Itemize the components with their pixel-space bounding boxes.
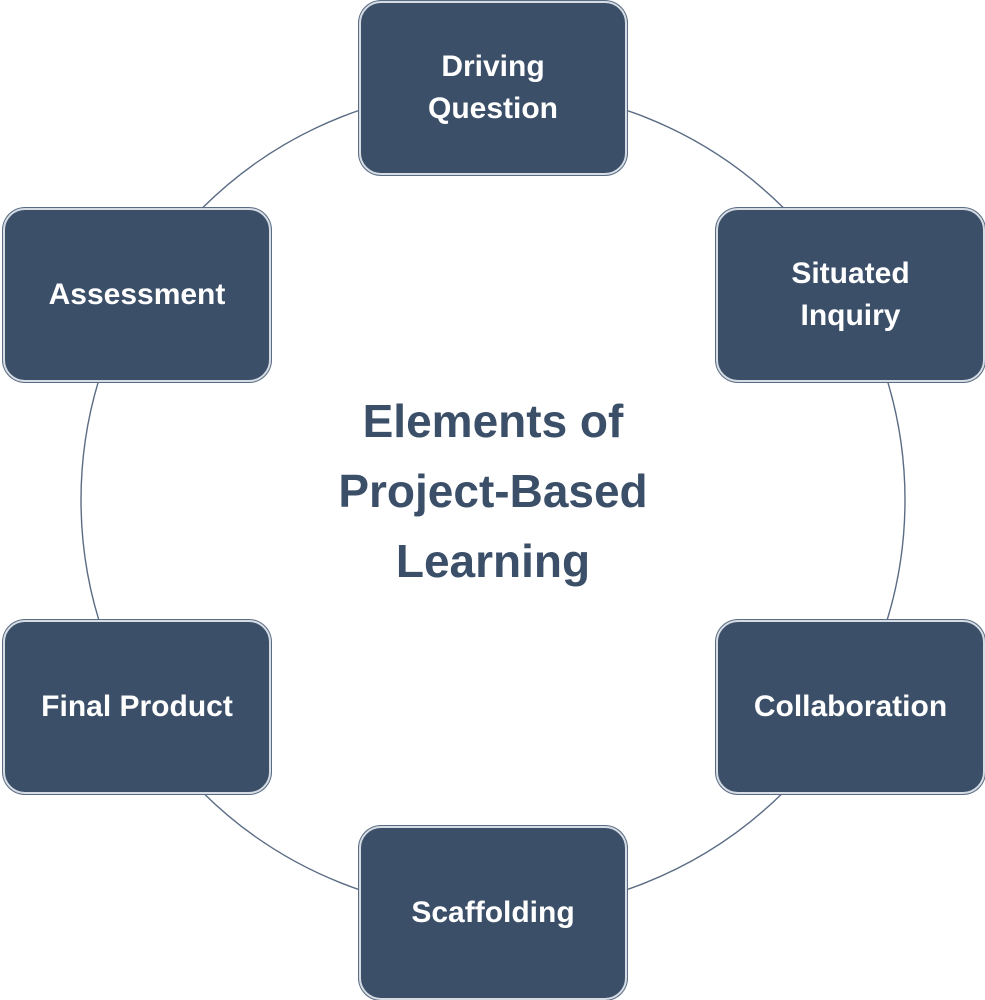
element-scaffolding-label: Scaffolding xyxy=(411,896,575,929)
center-title-line3: Learning xyxy=(395,535,591,587)
element-driving-question-line1: Driving xyxy=(441,50,545,83)
center-title-line2: Project-Based xyxy=(338,465,648,517)
element-final-product-label: Final Product xyxy=(41,690,233,723)
element-final-product: Final Product xyxy=(3,620,271,794)
element-assessment: Assessment xyxy=(3,208,271,382)
element-collaboration-label: Collaboration xyxy=(753,690,948,723)
element-situated-inquiry: Situated Inquiry xyxy=(716,208,985,382)
element-assessment-label: Assessment xyxy=(48,278,226,311)
element-driving-question-line2: Question xyxy=(427,92,558,125)
element-situated-inquiry-line1: Situated xyxy=(791,257,910,290)
element-situated-inquiry-line2: Inquiry xyxy=(800,299,901,332)
element-collaboration: Collaboration xyxy=(716,620,985,794)
center-title-line1: Elements of xyxy=(362,395,624,447)
element-driving-question: Driving Question xyxy=(359,1,627,175)
element-scaffolding: Scaffolding xyxy=(359,826,627,1000)
center-title: Elements of Project-Based Learning xyxy=(292,386,694,596)
